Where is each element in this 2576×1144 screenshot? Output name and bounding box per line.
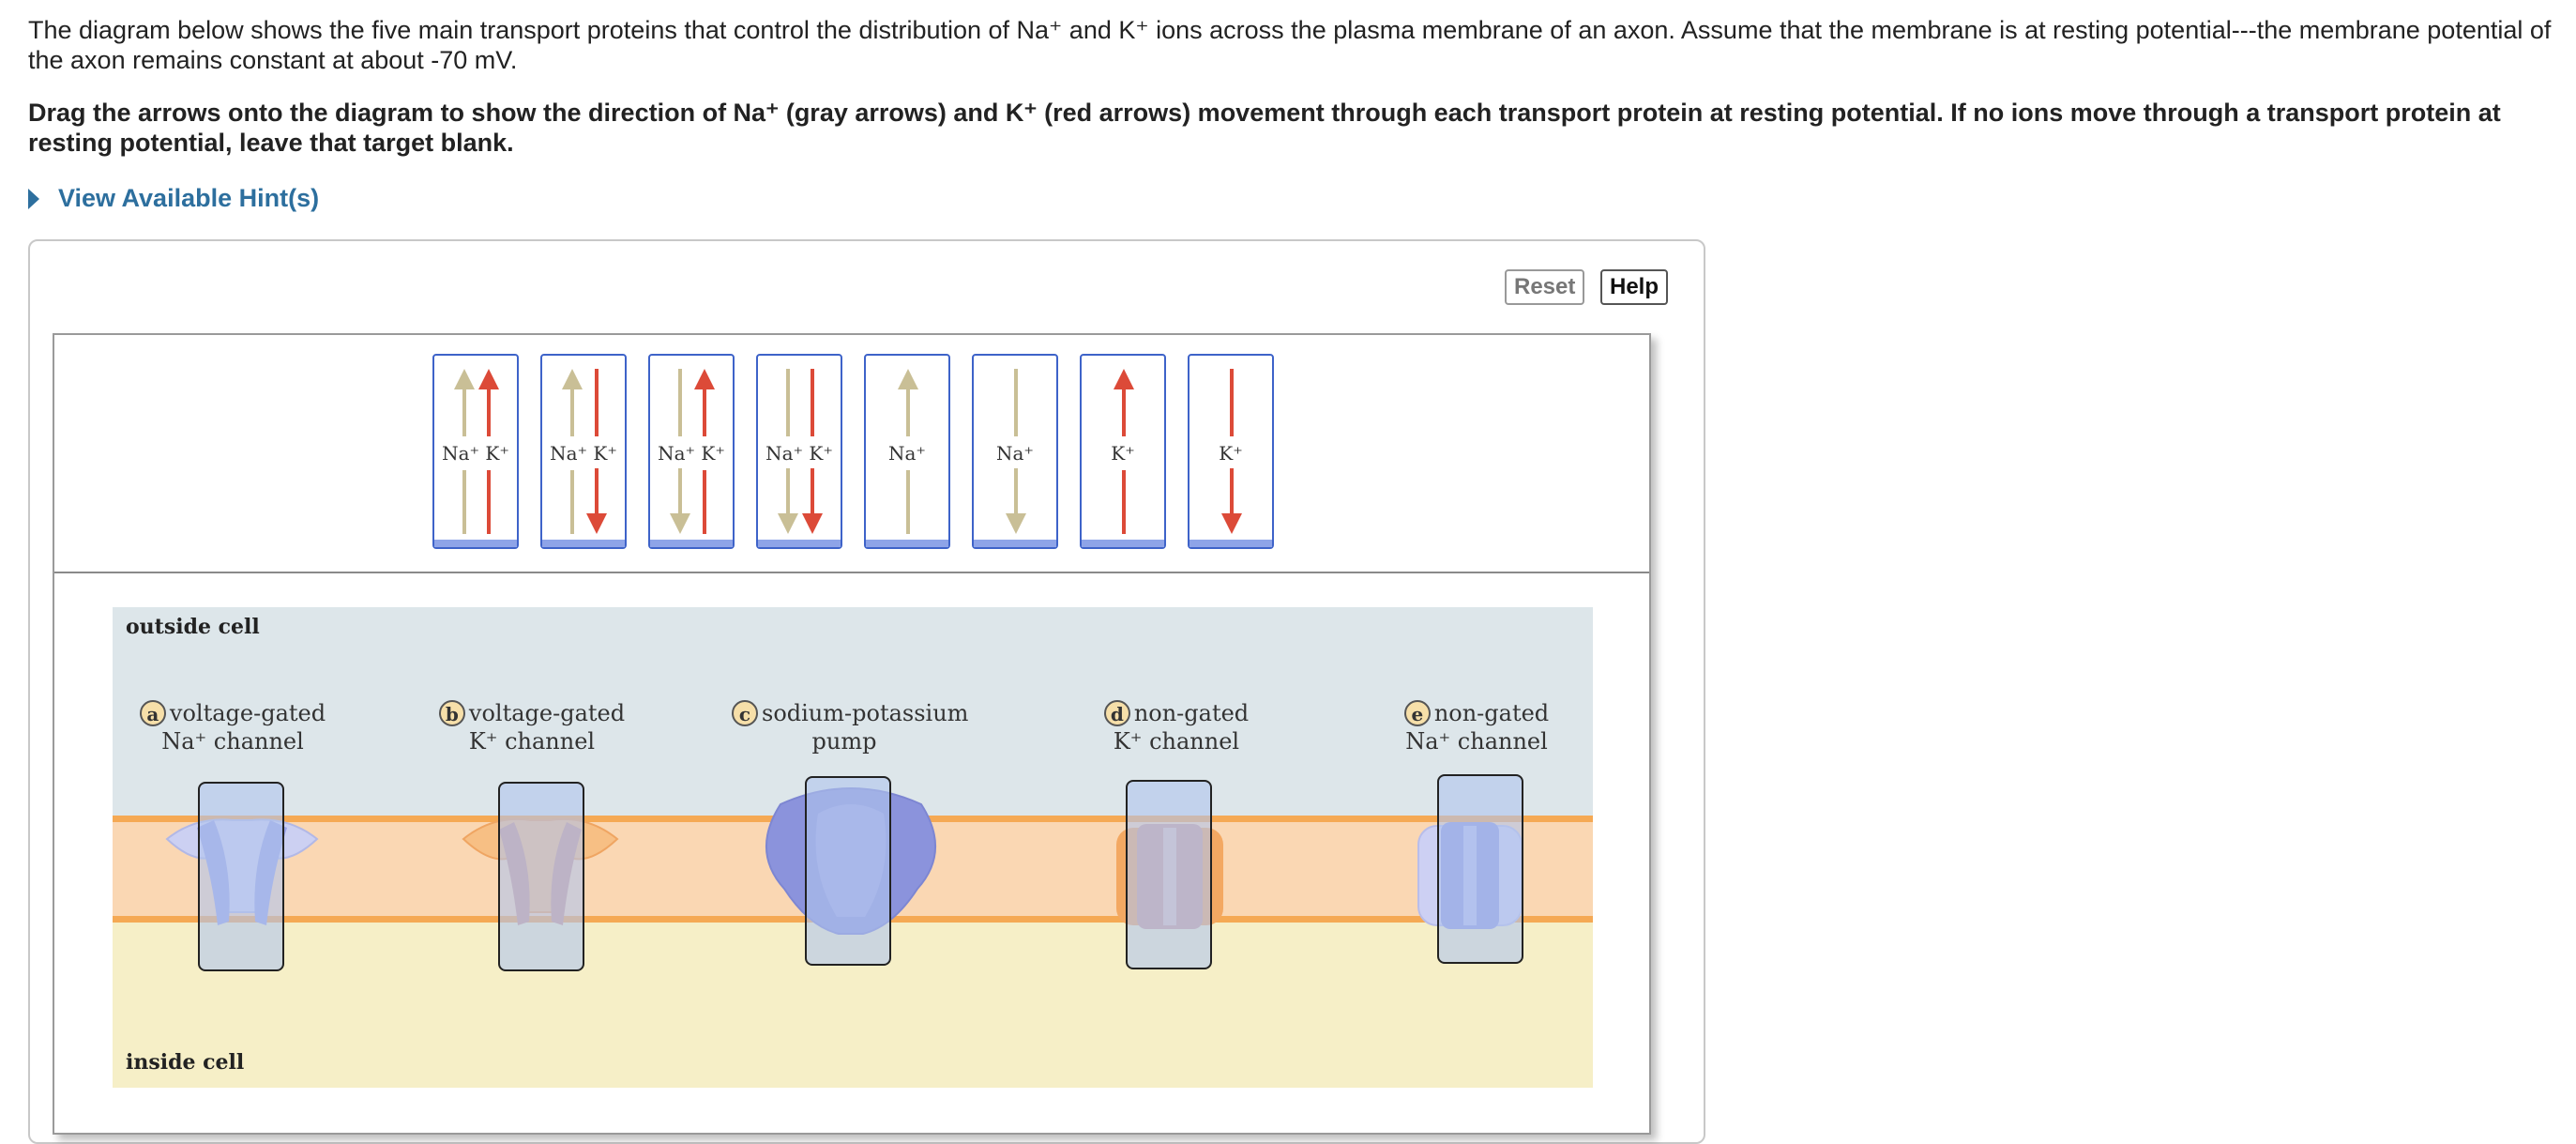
tile-label: Na⁺ K⁺: [442, 442, 509, 465]
tile-label: Na⁺: [996, 442, 1034, 465]
arrowhead-down-icon: [670, 513, 690, 534]
expand-triangle-icon: [28, 188, 39, 209]
protein-label-line2: Na⁺ channel: [1405, 728, 1548, 755]
arrow-up-icon: [898, 369, 918, 534]
protein-label-line1: voltage-gated: [468, 700, 626, 726]
arrow-pair-icon: [562, 369, 607, 534]
help-button[interactable]: Help: [1600, 269, 1669, 305]
view-hints-link[interactable]: View Available Hint(s): [28, 184, 319, 213]
protein-label-line2: K⁺ channel: [1113, 728, 1240, 755]
activity-panel: Reset Help Na⁺ K⁺ Na⁺ K⁺ Na⁺ K⁺ Na⁺ K⁺ N…: [28, 239, 1705, 1144]
arrow-tile-na-down-k-up[interactable]: Na⁺ K⁺: [648, 354, 735, 549]
protein-label-line1: voltage-gated: [169, 700, 326, 726]
arrow-tile-k-down[interactable]: K⁺: [1188, 354, 1274, 549]
tile-label: Na⁺ K⁺: [765, 442, 833, 465]
arrow-up-icon: [1114, 369, 1134, 534]
view-hints-label: View Available Hint(s): [58, 184, 320, 212]
tile-label: K⁺: [1219, 442, 1243, 465]
arrow-tile-na-up-k-down[interactable]: Na⁺ K⁺: [540, 354, 627, 549]
drop-target-e[interactable]: [1437, 774, 1523, 964]
arrow-pair-icon: [778, 369, 823, 534]
arrow-tile-na-down[interactable]: Na⁺: [972, 354, 1058, 549]
arrowhead-down-icon: [778, 513, 798, 534]
tile-label: Na⁺ K⁺: [550, 442, 617, 465]
protein-label-line1: sodium-potassium: [762, 700, 969, 726]
arrow-down-icon: [1221, 369, 1242, 534]
arrow-pair-icon: [454, 369, 499, 534]
arrow-tile-na-up[interactable]: Na⁺: [864, 354, 950, 549]
arrowhead-down-icon: [586, 513, 607, 534]
arrowhead-down-icon: [1006, 513, 1026, 534]
protein-letter-badge: e: [1403, 700, 1431, 726]
arrow-tile-na-up-k-up[interactable]: Na⁺ K⁺: [432, 354, 519, 549]
instructions-text: Drag the arrows onto the diagram to show…: [28, 99, 2501, 157]
arrow-tile-k-up[interactable]: K⁺: [1080, 354, 1166, 549]
tile-label: K⁺: [1111, 442, 1135, 465]
arrow-tile-tray: Na⁺ K⁺ Na⁺ K⁺ Na⁺ K⁺ Na⁺ K⁺ Na⁺ Na⁺: [54, 335, 1649, 573]
protein-letter-badge: a: [139, 700, 166, 726]
arrow-down-icon: [1006, 369, 1026, 534]
protein-label-line1: non-gated: [1133, 700, 1250, 726]
reset-button[interactable]: Reset: [1505, 269, 1585, 305]
arrowhead-up-icon: [1114, 369, 1134, 389]
protein-label-line2: pump: [811, 728, 877, 755]
protein-letter-badge: b: [438, 700, 465, 726]
arrow-pair-icon: [670, 369, 715, 534]
tile-label: Na⁺ K⁺: [658, 442, 725, 465]
arrowhead-up-icon: [478, 369, 499, 389]
protein-label-line1: non-gated: [1433, 700, 1550, 726]
workspace: Na⁺ K⁺ Na⁺ K⁺ Na⁺ K⁺ Na⁺ K⁺ Na⁺ Na⁺: [53, 333, 1651, 1135]
drop-target-b[interactable]: [498, 782, 584, 971]
protein-letter-badge: c: [732, 700, 758, 726]
arrowhead-down-icon: [802, 513, 823, 534]
drop-target-c[interactable]: [805, 776, 891, 966]
intro-text: The diagram below shows the five main tr…: [28, 16, 2552, 74]
protein-label-line2: Na⁺ channel: [161, 728, 304, 755]
arrowhead-up-icon: [898, 369, 918, 389]
tile-label: Na⁺: [888, 442, 926, 465]
arrowhead-up-icon: [694, 369, 715, 389]
arrowhead-up-icon: [454, 369, 475, 389]
drop-target-a[interactable]: [198, 782, 284, 971]
arrowhead-up-icon: [562, 369, 583, 389]
protein-letter-badge: d: [1103, 700, 1130, 726]
outside-cell-label: outside cell: [126, 615, 260, 639]
arrowhead-down-icon: [1221, 513, 1242, 534]
drop-target-d[interactable]: [1126, 780, 1212, 969]
arrow-tile-na-down-k-down[interactable]: Na⁺ K⁺: [756, 354, 842, 549]
protein-label-line2: K⁺ channel: [468, 728, 596, 755]
inside-cell-label: inside cell: [126, 1050, 245, 1075]
